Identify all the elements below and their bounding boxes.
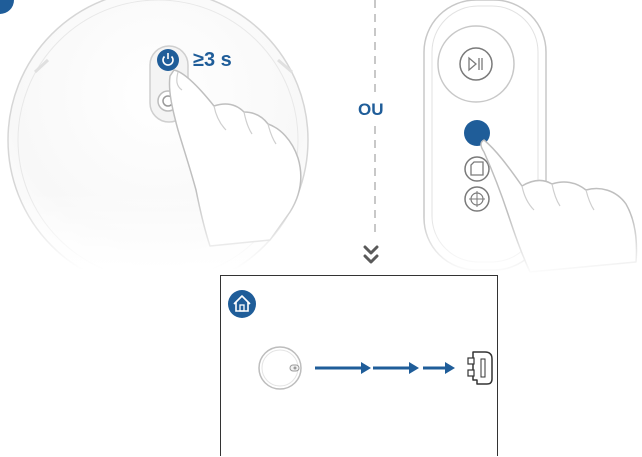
double-chevron-down-icon xyxy=(362,244,380,266)
power-button xyxy=(157,49,179,71)
robot-top-view: ≥3 s xyxy=(0,0,330,270)
return-to-dock-panel xyxy=(220,275,498,456)
step-badge xyxy=(0,0,14,14)
press-duration-label: ≥3 s xyxy=(193,49,232,71)
home-icon xyxy=(228,290,256,318)
remote-control-view xyxy=(410,0,642,275)
path-arrows xyxy=(315,362,455,374)
or-label: OU xyxy=(358,98,384,122)
dock-station-icon xyxy=(467,351,493,385)
robot-small-icon xyxy=(258,346,302,390)
